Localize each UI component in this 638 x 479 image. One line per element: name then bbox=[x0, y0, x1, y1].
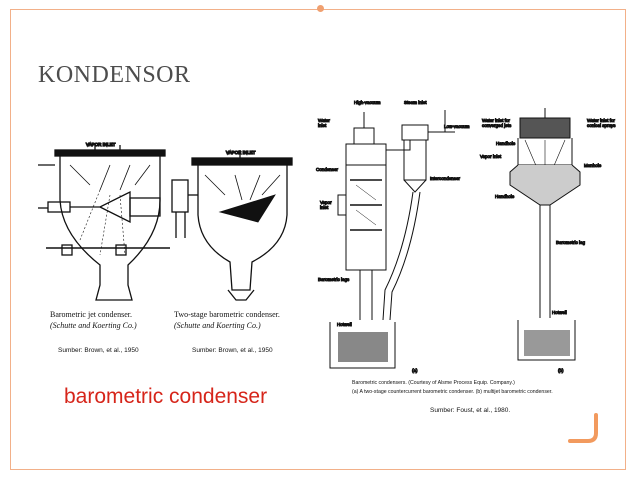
svg-text:Vapor inlet: Vapor inlet bbox=[480, 154, 502, 159]
top-accent-dot bbox=[317, 5, 324, 12]
fig2-source: Sumber: Brown, et al., 1950 bbox=[192, 347, 273, 354]
two-stage-condenser-diagram: VAPOR INLET bbox=[171, 149, 293, 301]
fig1-source: Sumber: Brown, et al., 1950 bbox=[58, 347, 139, 354]
corner-decoration-icon bbox=[568, 413, 598, 443]
slide-title: KONDENSOR bbox=[38, 62, 191, 88]
fig2-top-label: VAPOR INLET bbox=[226, 150, 256, 155]
svg-text:Water inlet for: Water inlet for bbox=[587, 118, 615, 123]
svg-text:conical sprays: conical sprays bbox=[587, 123, 616, 128]
svg-text:Handhole: Handhole bbox=[496, 141, 516, 146]
multijet-condenser-diagram: Water inlet for converged jets Water inl… bbox=[480, 108, 617, 374]
figure-caption-line2: (a) A two-stage countercurrent barometri… bbox=[352, 389, 553, 395]
fig3-panel: (a) bbox=[412, 368, 418, 373]
fig2-caption-line1: Two-stage barometric condenser. bbox=[174, 310, 280, 319]
fig1-top-label: VAPOR INLET bbox=[86, 142, 116, 147]
svg-text:converged jets: converged jets bbox=[482, 123, 512, 128]
svg-text:Barometric legs: Barometric legs bbox=[318, 277, 350, 282]
figure-caption-line1: Barometric condensers. (Courtesy of Alsm… bbox=[352, 380, 515, 386]
svg-text:Water: Water bbox=[318, 118, 330, 123]
svg-text:Hotwell: Hotwell bbox=[337, 322, 352, 327]
fig4-panel: (b) bbox=[558, 368, 564, 373]
svg-text:Condenser: Condenser bbox=[316, 167, 339, 172]
svg-text:inlet: inlet bbox=[318, 123, 327, 128]
svg-text:Low-vacuum: Low-vacuum bbox=[444, 124, 470, 129]
figure-caption-source: Sumber: Foust, et al., 1980. bbox=[430, 407, 510, 414]
svg-text:Intercondenser: Intercondenser bbox=[430, 176, 461, 181]
fig2-caption-line2: (Schutte and Koerting Co.) bbox=[174, 321, 261, 330]
svg-text:Barometric leg: Barometric leg bbox=[556, 240, 586, 245]
slide-subtitle: barometric condenser bbox=[64, 385, 268, 408]
svg-text:Hotwell: Hotwell bbox=[552, 310, 567, 315]
svg-text:Manhole: Manhole bbox=[584, 163, 602, 168]
fig1-caption-line2: (Schutte and Koerting Co.) bbox=[50, 321, 137, 330]
svg-text:Vapor: Vapor bbox=[320, 200, 332, 205]
svg-text:inlet: inlet bbox=[320, 205, 329, 210]
svg-text:Handhole: Handhole bbox=[495, 194, 515, 199]
fig1-caption-line1: Barometric jet condenser. bbox=[50, 310, 132, 319]
svg-text:Steam inlet: Steam inlet bbox=[404, 100, 427, 105]
svg-text:Water inlet for: Water inlet for bbox=[482, 118, 510, 123]
countercurrent-condenser-diagram: High-vacuum Steam inlet Water inlet Low-… bbox=[316, 100, 471, 374]
jet-condenser-diagram: VAPOR INLET bbox=[38, 141, 170, 301]
svg-text:High-vacuum: High-vacuum bbox=[354, 100, 381, 105]
